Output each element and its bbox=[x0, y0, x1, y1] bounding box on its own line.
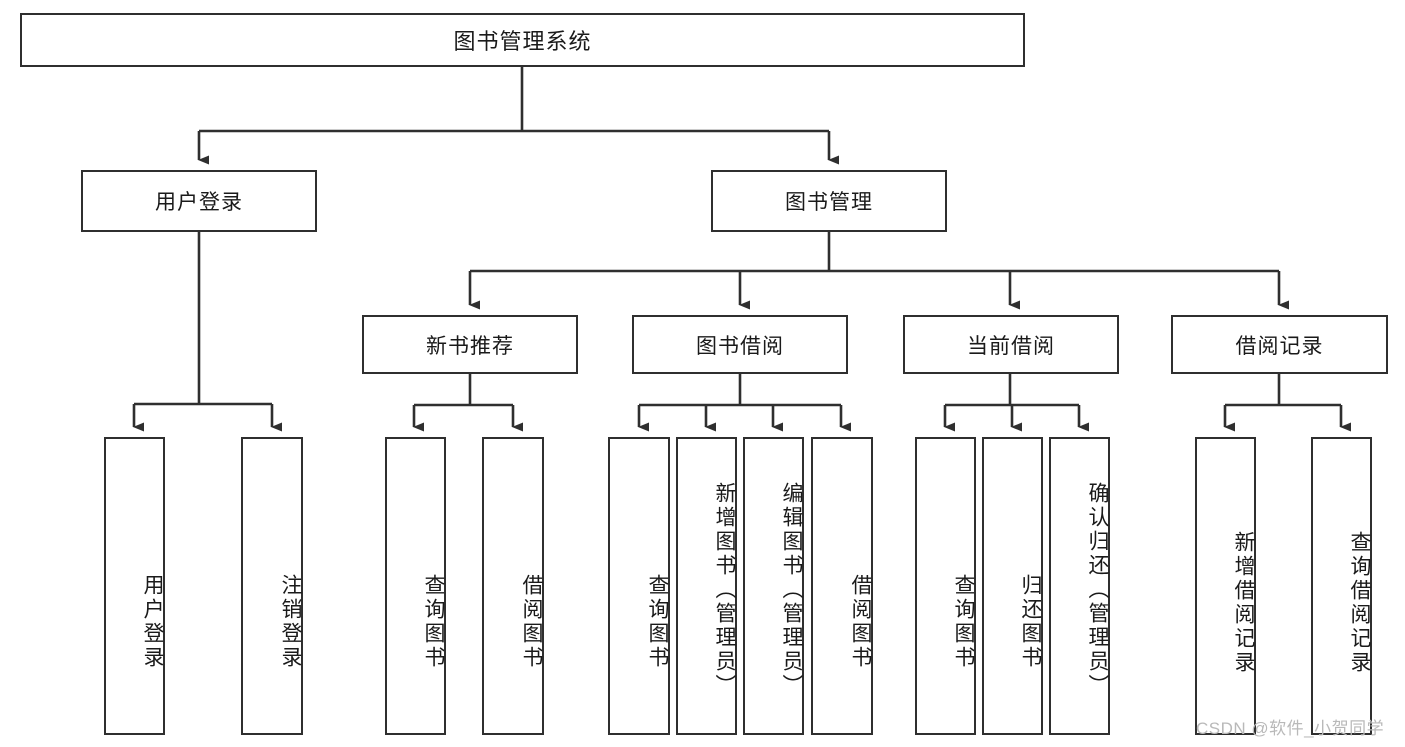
leaf-borrow-query-book[interactable]: 查询图书 bbox=[608, 437, 670, 735]
leaf-record-query[interactable]: 查询借阅记录 bbox=[1311, 437, 1372, 735]
node-book-management[interactable]: 图书管理 bbox=[711, 170, 947, 232]
node-new-book-recommend[interactable]: 新书推荐 bbox=[362, 315, 578, 374]
leaf-user-login-signin[interactable]: 用户登录 bbox=[104, 437, 165, 735]
leaf-current-confirm-return-admin[interactable]: 确认归还（管理员） bbox=[1049, 437, 1110, 735]
leaf-borrow-add-book-admin[interactable]: 新增图书（管理员） bbox=[676, 437, 737, 735]
node-borrow-record[interactable]: 借阅记录 bbox=[1171, 315, 1388, 374]
leaf-user-login-signout[interactable]: 注销登录 bbox=[241, 437, 303, 735]
leaf-record-add[interactable]: 新增借阅记录 bbox=[1195, 437, 1256, 735]
leaf-current-return-book[interactable]: 归还图书 bbox=[982, 437, 1043, 735]
leaf-current-query-book[interactable]: 查询图书 bbox=[915, 437, 976, 735]
leaf-new-book-borrow[interactable]: 借阅图书 bbox=[482, 437, 544, 735]
leaf-borrow-edit-book-admin[interactable]: 编辑图书（管理员） bbox=[743, 437, 804, 735]
leaf-new-book-query[interactable]: 查询图书 bbox=[385, 437, 446, 735]
leaf-borrow-borrow-book[interactable]: 借阅图书 bbox=[811, 437, 873, 735]
node-book-borrow[interactable]: 图书借阅 bbox=[632, 315, 848, 374]
node-current-borrow[interactable]: 当前借阅 bbox=[903, 315, 1119, 374]
node-user-login[interactable]: 用户登录 bbox=[81, 170, 317, 232]
watermark: CSDN @软件_小贺同学 bbox=[1196, 719, 1385, 738]
node-root[interactable]: 图书管理系统 bbox=[20, 13, 1025, 67]
